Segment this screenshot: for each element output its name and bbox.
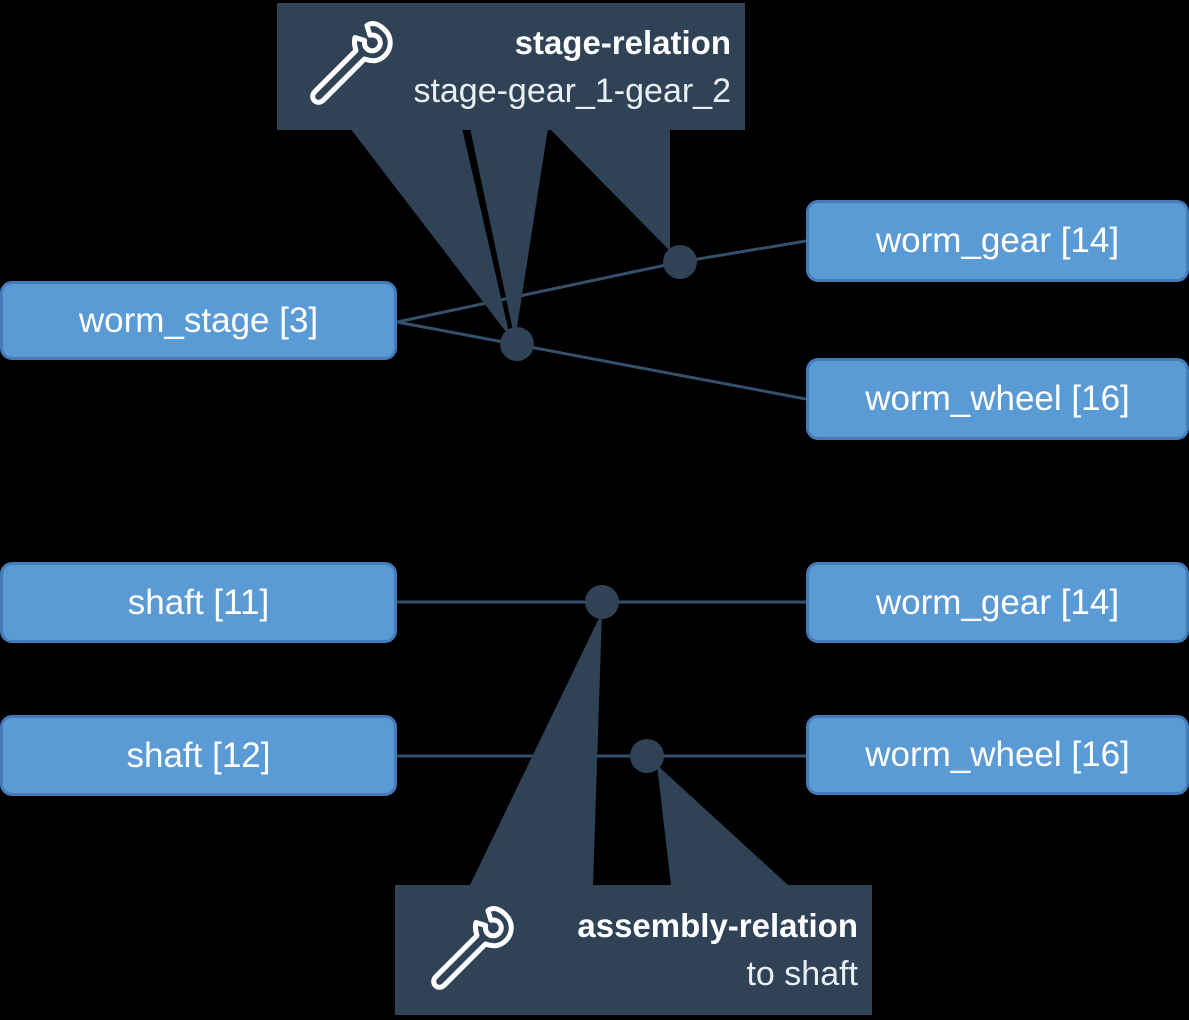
stage-relation-callout: stage-relation stage-gear_1-gear_2	[277, 3, 745, 130]
edge-worm-stage-to-worm-gear-2	[679, 239, 807, 264]
junction-dot-stage-gear	[663, 245, 697, 279]
node-worm-wheel-16-top[interactable]: worm_wheel [16]	[806, 358, 1189, 440]
callout-pointers	[350, 128, 788, 885]
node-worm-gear-14-top[interactable]: worm_gear [14]	[806, 200, 1189, 282]
assembly-relation-subtitle: to shaft	[746, 955, 858, 993]
stage-callout-pointer-left	[350, 128, 510, 337]
stage-callout-pointer-middle	[470, 128, 548, 340]
edge-lines	[396, 239, 807, 758]
assembly-relation-callout: assembly-relation to shaft	[395, 885, 872, 1015]
junction-dots	[500, 245, 697, 773]
junction-dot-stage-wheel	[500, 327, 534, 361]
node-worm-wheel-16-bottom[interactable]: worm_wheel [16]	[806, 715, 1189, 795]
assembly-callout-pointer-left	[470, 612, 602, 885]
node-shaft-12[interactable]: shaft [12]	[0, 715, 397, 796]
node-shaft-11[interactable]: shaft [11]	[0, 562, 397, 643]
node-worm-gear-14-bottom[interactable]: worm_gear [14]	[806, 562, 1189, 643]
stage-relation-title: stage-relation	[514, 23, 731, 61]
junction-dot-shaft12	[630, 739, 664, 773]
assembly-relation-title: assembly-relation	[577, 907, 858, 944]
junction-dot-shaft11	[585, 585, 619, 619]
assembly-callout-pointer-right	[657, 765, 788, 885]
wrench-icon	[431, 906, 514, 990]
edge-worm-stage-to-worm-gear	[396, 260, 681, 324]
stage-callout-pointer-right	[549, 128, 670, 251]
wrench-icon	[310, 21, 393, 105]
node-worm-stage-3[interactable]: worm_stage [3]	[0, 281, 397, 360]
stage-relation-subtitle: stage-gear_1-gear_2	[413, 71, 731, 110]
edge-worm-stage-to-worm-wheel	[396, 320, 807, 401]
